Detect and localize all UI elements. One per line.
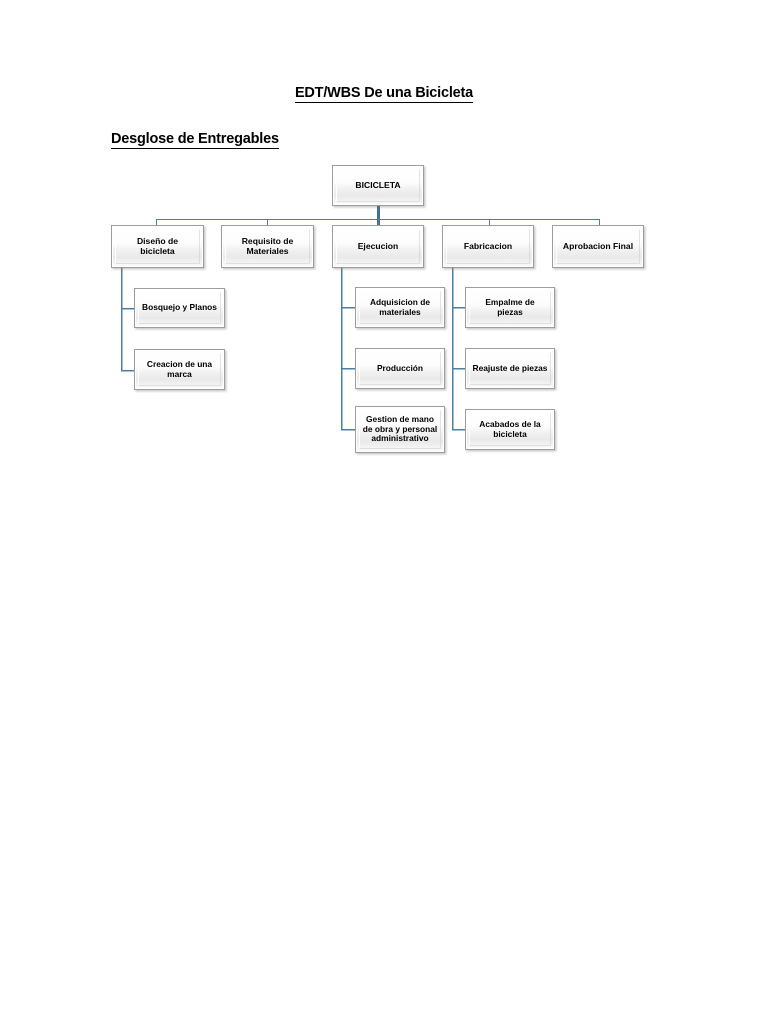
wbs-node-label: Producción — [376, 362, 424, 373]
page-title: EDT/WBS De una Bicicleta — [0, 85, 768, 103]
wbs-node-bosquejo-y-planos[interactable]: Bosquejo y Planos — [134, 288, 225, 328]
wbs-node-diseno-de-bicicleta[interactable]: Diseño de bicicleta — [111, 225, 204, 268]
wbs-node-label: Ejecucion — [357, 240, 399, 251]
wbs-node-label: Bosquejo y Planos — [142, 302, 217, 313]
page-title-text: EDT/WBS De una Bicicleta — [294, 85, 474, 103]
wbs-node-adquisicion-de-materiales[interactable]: Adquisicion de materiales — [355, 287, 445, 328]
wbs-node-reajuste-de-piezas[interactable]: Reajuste de piezas — [465, 348, 555, 389]
wbs-node-label: Gestion de mano de obra y personal admin… — [362, 414, 438, 444]
section-heading: Desglose de Entregables — [111, 131, 279, 149]
wbs-node-label: Diseño de bicicleta — [136, 235, 179, 256]
wbs-node-label: Creacion de una marca — [146, 359, 213, 379]
wbs-node-creacion-de-una-marca[interactable]: Creacion de una marca — [134, 349, 225, 390]
wbs-node-label: Aprobacion Final — [562, 240, 634, 251]
wbs-node-ejecucion[interactable]: Ejecucion — [332, 225, 424, 268]
section-heading-text: Desglose de Entregables — [111, 131, 279, 149]
wbs-node-label: Fabricacion — [463, 240, 513, 251]
wbs-node-empalme-de-piezas[interactable]: Empalme de piezas — [465, 287, 555, 328]
wbs-node-label: Acabados de la bicicleta — [479, 419, 541, 439]
wbs-node-requisito-de-materiales[interactable]: Requisito de Materiales — [221, 225, 314, 268]
wbs-node-label: BICICLETA — [355, 179, 401, 190]
wbs-node-aprobacion-final[interactable]: Aprobacion Final — [552, 225, 644, 268]
wbs-node-bicicleta[interactable]: BICICLETA — [332, 165, 424, 206]
wbs-node-fabricacion[interactable]: Fabricacion — [442, 225, 534, 268]
wbs-node-label: Reajuste de piezas — [472, 362, 548, 373]
wbs-node-produccion[interactable]: Producción — [355, 348, 445, 389]
wbs-node-gestion-de-mano-de-obra[interactable]: Gestion de mano de obra y personal admin… — [355, 406, 445, 453]
wbs-node-label: Requisito de Materiales — [241, 235, 294, 256]
wbs-node-label: Adquisicion de materiales — [369, 297, 431, 317]
wbs-node-acabados-de-la-bicicleta[interactable]: Acabados de la bicicleta — [465, 409, 555, 450]
wbs-node-label: Empalme de piezas — [485, 297, 535, 317]
